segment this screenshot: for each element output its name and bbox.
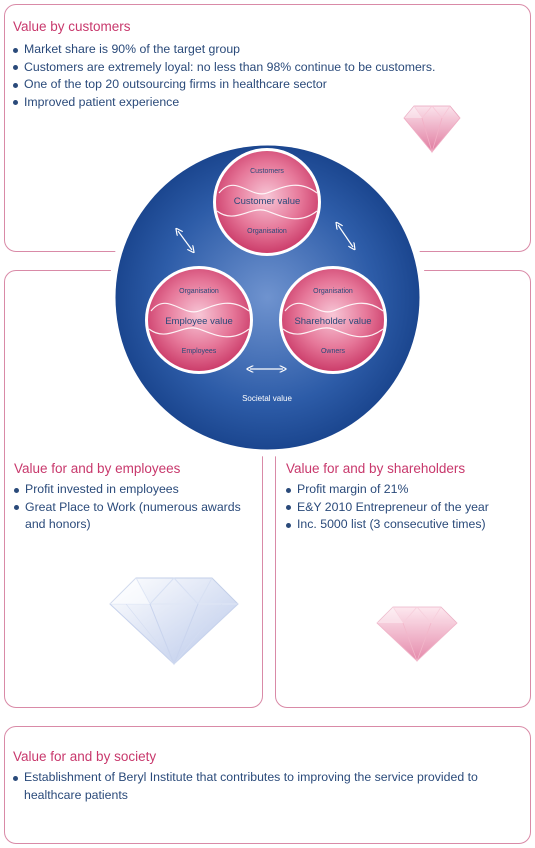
employee-circle-center-label: Employee value (165, 316, 233, 327)
society-panel-title: Value for and by society (13, 749, 157, 764)
customers-list: Market share is 90% of the target group … (13, 41, 523, 111)
white-diamond-icon (109, 577, 239, 666)
list-item: Profit margin of 21% (286, 481, 526, 499)
list-item: Improved patient experience (13, 94, 523, 112)
list-item: Inc. 5000 list (3 consecutive times) (286, 516, 526, 534)
employee-circle-top-label: Organisation (179, 288, 219, 295)
employees-list: Profit invested in employees Great Place… (14, 481, 256, 534)
list-item: Market share is 90% of the target group (13, 41, 523, 59)
shareholder-circle-top-label: Organisation (313, 288, 353, 295)
list-item: E&Y 2010 Entrepreneur of the year (286, 499, 526, 517)
employee-value-circle: Organisation Employee value Employees (145, 266, 253, 374)
customer-value-circle: Customers Customer value Organisation (213, 148, 321, 256)
shareholder-circle-center-label: Shareholder value (294, 316, 371, 327)
list-item: Customers are extremely loyal: no less t… (13, 59, 523, 77)
employees-panel-title: Value for and by employees (14, 461, 181, 476)
customers-panel-title: Value by customers (13, 19, 131, 34)
list-item: Great Place to Work (numerous awards and… (14, 499, 256, 534)
employee-circle-bottom-label: Employees (182, 348, 217, 355)
list-item: Establishment of Beryl Institute that co… (13, 769, 523, 804)
list-item: Profit invested in employees (14, 481, 256, 499)
shareholder-value-circle: Organisation Shareholder value Owners (279, 266, 387, 374)
shareholder-circle-bottom-label: Owners (321, 348, 346, 355)
pink-diamond-icon (403, 105, 461, 154)
shareholders-list: Profit margin of 21% E&Y 2010 Entreprene… (286, 481, 526, 534)
society-list: Establishment of Beryl Institute that co… (13, 769, 523, 804)
list-item: One of the top 20 outsourcing firms in h… (13, 76, 523, 94)
societal-value-label: Societal value (242, 394, 292, 403)
shareholders-panel-title: Value for and by shareholders (286, 461, 466, 476)
double-arrow-icon (178, 231, 192, 250)
double-arrow-icon (338, 225, 353, 247)
customer-circle-center-label: Customer value (234, 196, 301, 207)
customer-circle-bottom-label: Organisation (247, 228, 287, 235)
pink-diamond-icon (376, 606, 458, 663)
value-cycle-diagram: Customers Customer value Organisation Or… (108, 138, 427, 457)
customer-circle-top-label: Customers (250, 168, 284, 175)
society-panel: Value for and by society Establishment o… (4, 726, 531, 844)
